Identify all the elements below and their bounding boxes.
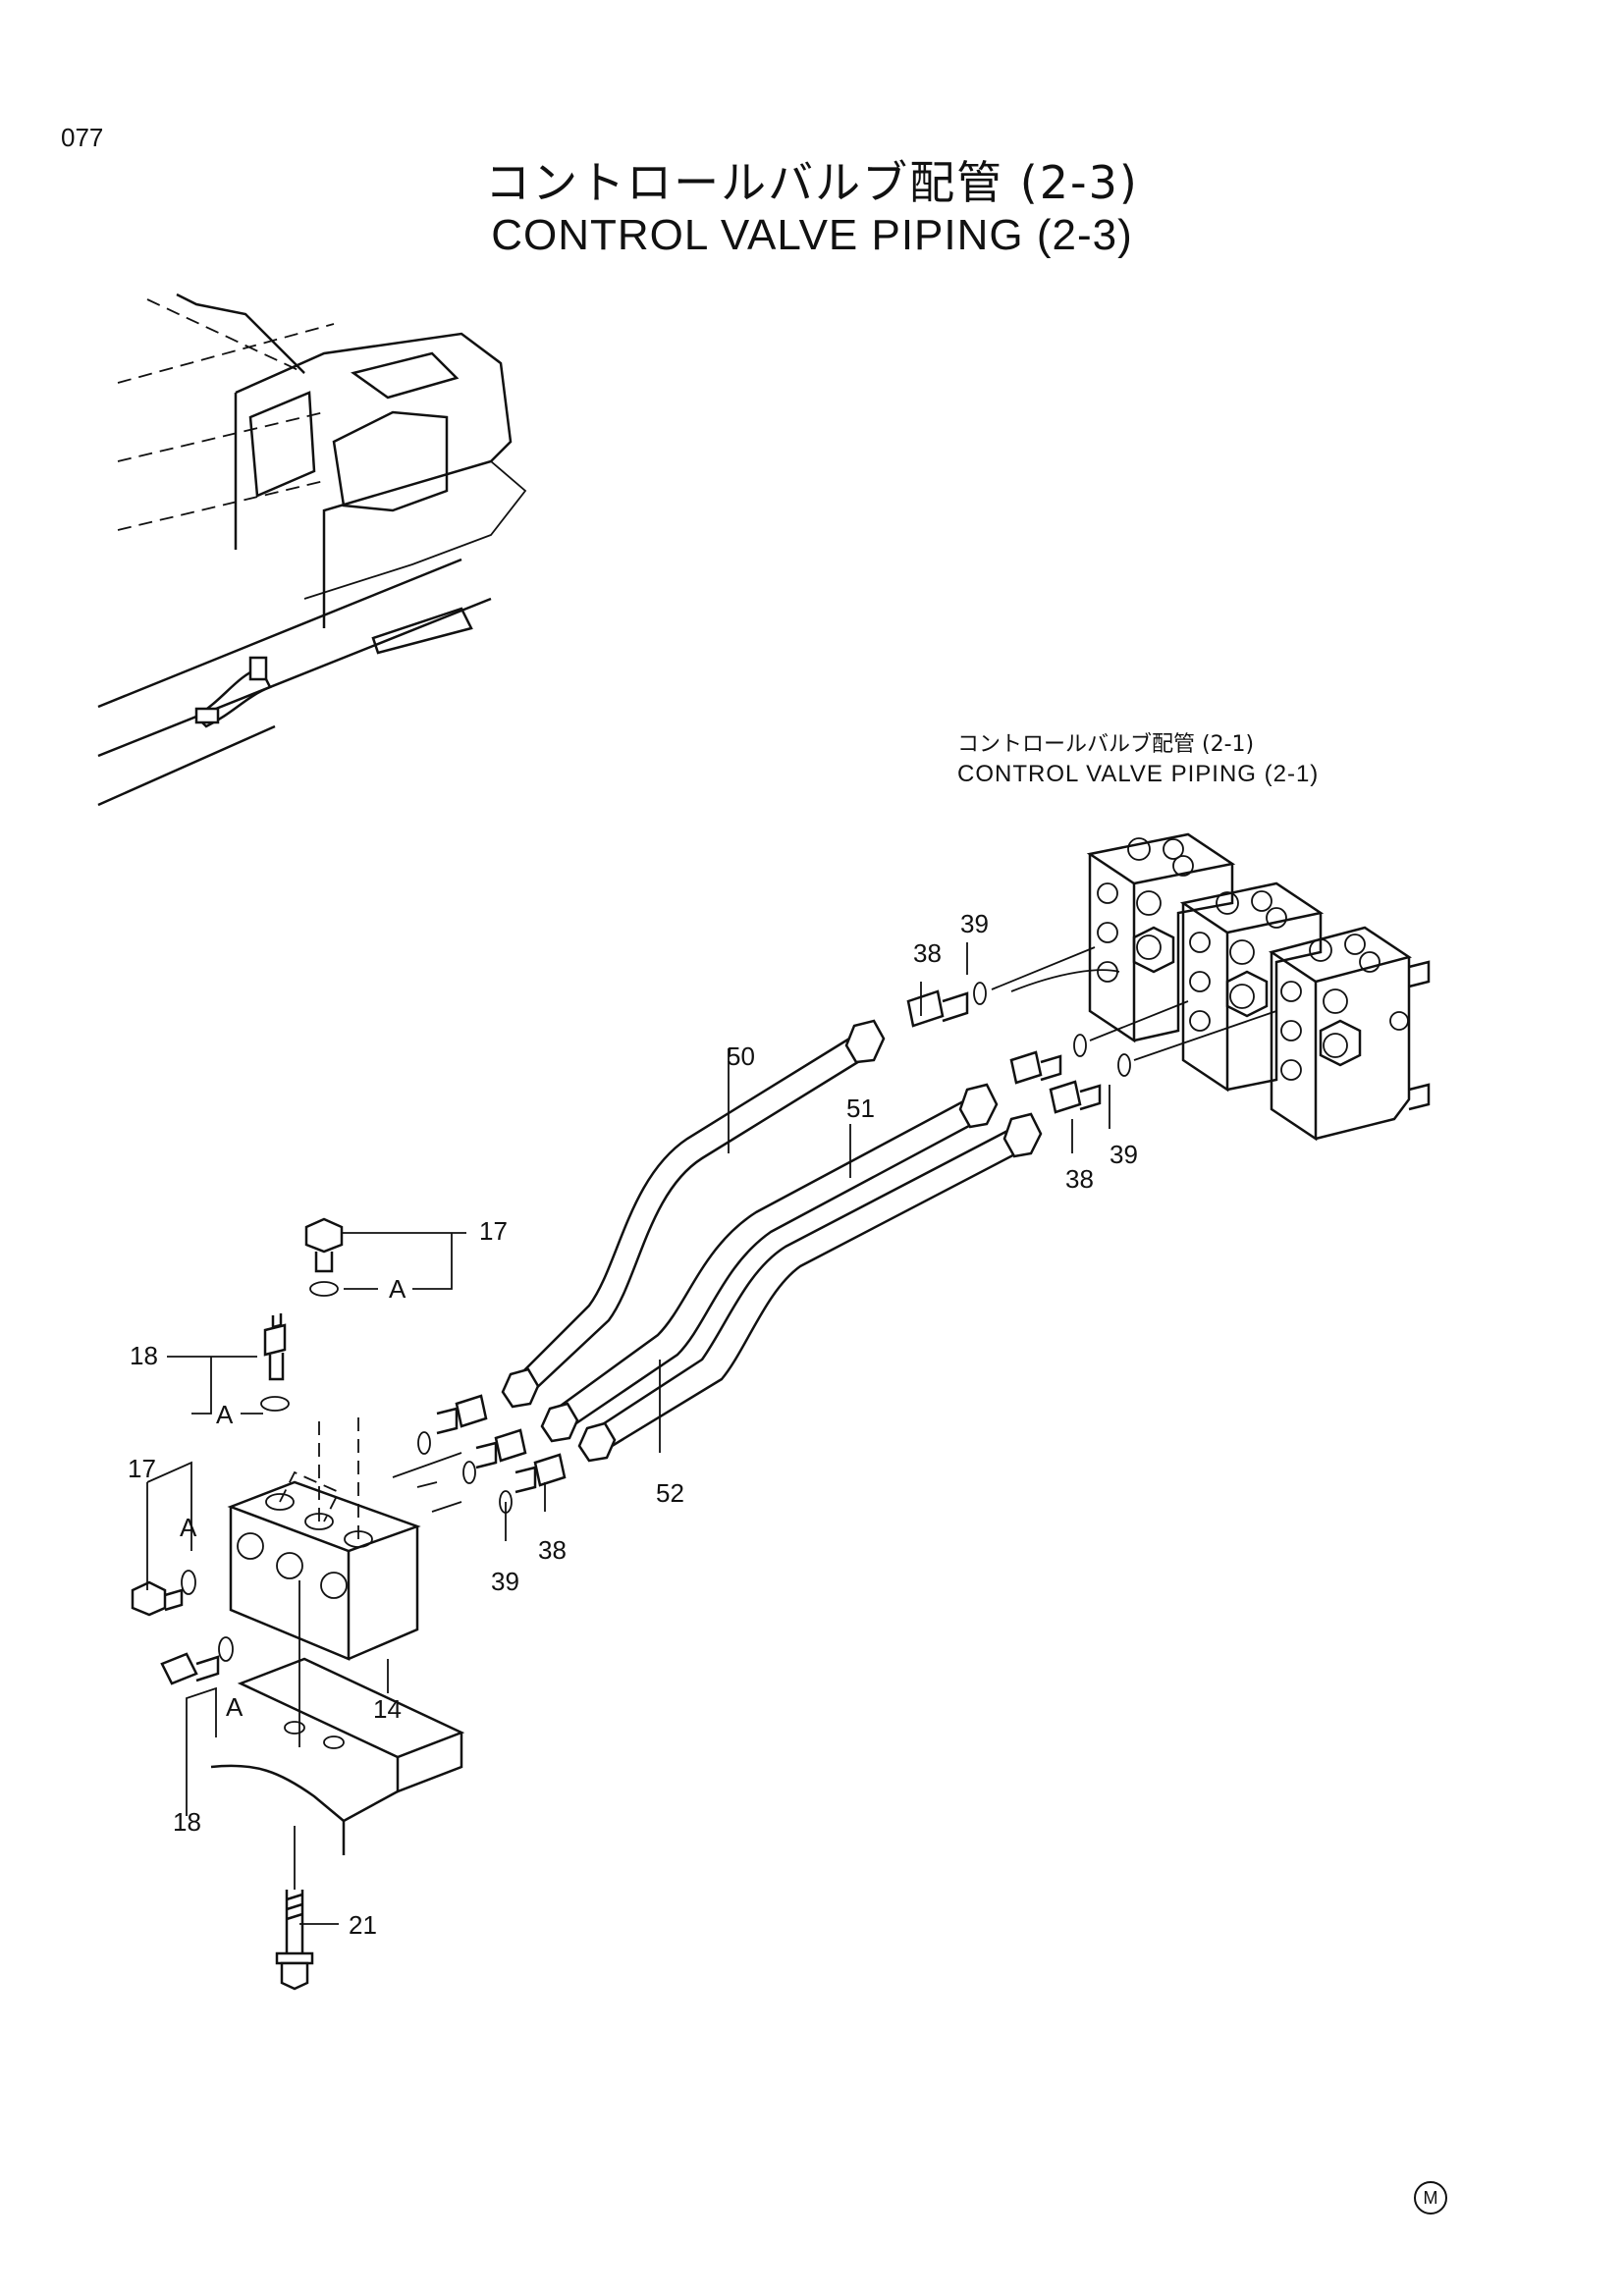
hose-50-icon <box>514 1034 870 1395</box>
hose-nut-icon <box>501 1019 1043 1463</box>
callout-52: 52 <box>656 1478 684 1508</box>
valve-port-line <box>991 946 1277 1061</box>
callout-21: 21 <box>349 1910 377 1940</box>
callout-a-3: A <box>180 1513 197 1542</box>
plug-18-icon <box>160 1313 287 1685</box>
bracket-plate-icon <box>210 1580 465 1855</box>
hose-52-icon <box>588 1127 1027 1453</box>
callout-38-right: 38 <box>1065 1164 1094 1194</box>
page-number: 077 <box>61 123 104 152</box>
callout-a-2: A <box>216 1400 234 1429</box>
callout-a-1: A <box>389 1274 406 1304</box>
o-ring-a-icon <box>181 1281 339 1662</box>
manifold-block-icon <box>227 1414 462 1661</box>
page-title-en: CONTROL VALVE PIPING (2-3) <box>491 211 1133 259</box>
callout-17-top: 17 <box>479 1216 508 1246</box>
callout-38-mid: 38 <box>538 1535 567 1565</box>
bolt-17-icon <box>131 1217 344 1617</box>
callout-51: 51 <box>846 1094 875 1123</box>
bolt-21-icon <box>275 1826 314 1991</box>
reference-title-jp: コントロールバルブ配管 (2-1) <box>957 732 1255 757</box>
fitting-38-icon <box>436 989 1102 1494</box>
callout-39-right: 39 <box>1110 1140 1138 1169</box>
reference-title-en: CONTROL VALVE PIPING (2-1) <box>957 761 1320 787</box>
o-ring-39-icon <box>417 982 1131 1514</box>
leader-lines <box>146 942 1110 1925</box>
callout-17-left: 17 <box>128 1454 156 1483</box>
callout-18-top: 18 <box>130 1341 158 1370</box>
manufacturer-mark-icon: M <box>1414 2181 1447 2215</box>
control-valve-block-icon <box>1086 832 1431 1142</box>
callout-14: 14 <box>373 1694 402 1724</box>
callout-39-top: 39 <box>960 909 989 938</box>
callout-18-bottom: 18 <box>173 1807 201 1837</box>
callout-38-top: 38 <box>913 938 942 968</box>
hose-51-icon <box>549 1097 983 1433</box>
callout-a-4: A <box>226 1692 244 1722</box>
callout-50: 50 <box>727 1041 755 1071</box>
callout-39-mid: 39 <box>491 1567 519 1596</box>
excavator-sketch-icon <box>97 293 527 807</box>
page-title-jp: コントロールバルブ配管 (2-3) <box>485 156 1139 209</box>
